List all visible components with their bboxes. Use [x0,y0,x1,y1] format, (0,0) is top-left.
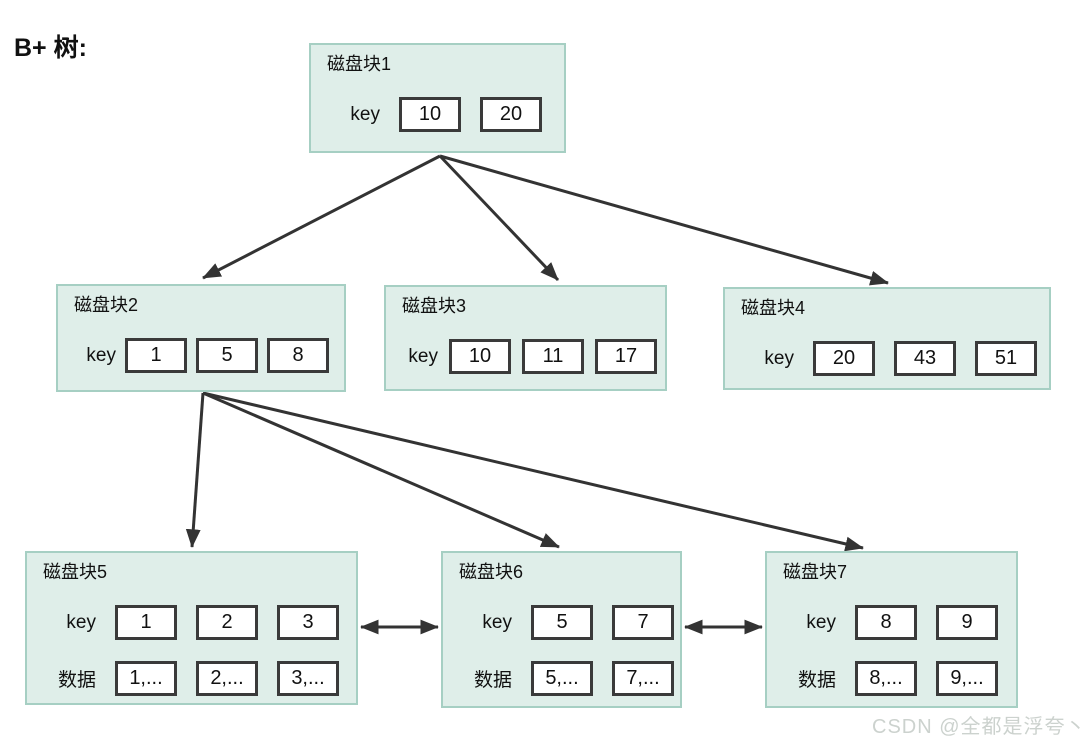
key-cell: 3 [277,605,339,640]
data-cell: 5,... [531,661,593,696]
disk-block-6-key-row: key 5 7 [443,605,680,640]
edge-block1-block2 [202,154,441,280]
edge-block2-block5 [185,392,205,548]
disk-block-7-data-row: 数据 8,... 9,... [767,661,1016,696]
data-cell: 3,... [277,661,339,696]
key-row-label: key [86,344,116,366]
edge-block2-block7 [202,391,864,552]
data-cell: 8,... [855,661,917,696]
key-cell: 1 [125,338,187,373]
disk-block-6: 磁盘块6 key 5 7 数据 5,... 7,... [441,551,682,708]
csdn-watermark: CSDN @全都是浮夸丶 [872,716,1080,738]
key-cell: 20 [480,97,542,132]
key-cell: 11 [522,339,584,374]
key-row-label: key [806,611,836,633]
key-cell: 8 [267,338,329,373]
disk-block-2-key-row: key 1 5 8 [58,338,344,373]
disk-block-4-title: 磁盘块4 [741,298,806,318]
disk-block-3-key-row: key 10 11 17 [386,339,665,374]
key-row-label: key [482,611,512,633]
key-cell: 20 [813,341,875,376]
disk-block-1: 磁盘块1 key 10 20 [309,43,566,153]
key-cell: 17 [595,339,657,374]
disk-block-2-title: 磁盘块2 [74,295,139,315]
disk-block-5-title: 磁盘块5 [43,562,108,582]
data-cell: 7,... [612,661,674,696]
data-row-label: 数据 [797,670,836,691]
disk-block-6-data-row: 数据 5,... 7,... [443,661,680,696]
key-cell: 9 [936,605,998,640]
disk-block-7-key-row: key 8 9 [767,605,1016,640]
key-cell: 10 [449,339,511,374]
page-title: B+ 树: [14,34,87,62]
data-cell: 9,... [936,661,998,696]
key-cell: 1 [115,605,177,640]
key-cell: 5 [196,338,258,373]
data-row-label: 数据 [473,670,512,691]
disk-block-3: 磁盘块3 key 10 11 17 [384,285,667,391]
disk-block-6-title: 磁盘块6 [459,562,524,582]
key-cell: 8 [855,605,917,640]
edge-block1-block3 [438,154,560,282]
data-cell: 2,... [196,661,258,696]
key-cell: 7 [612,605,674,640]
disk-block-2: 磁盘块2 key 1 5 8 [56,284,346,392]
disk-block-4: 磁盘块4 key 20 43 51 [723,287,1051,390]
key-cell: 2 [196,605,258,640]
key-row-label: key [66,611,96,633]
key-cell: 10 [399,97,461,132]
key-cell: 51 [975,341,1037,376]
key-row-label: key [408,345,438,367]
disk-block-1-title: 磁盘块1 [327,54,392,74]
key-row-label: key [764,347,794,369]
disk-block-5-data-row: 数据 1,... 2,... 3,... [27,661,356,696]
disk-block-5: 磁盘块5 key 1 2 3 数据 1,... 2,... 3,... [25,551,358,705]
data-row-label: 数据 [57,670,96,691]
key-row-label: key [350,103,380,125]
edge-block2-block6 [202,391,560,549]
key-cell: 5 [531,605,593,640]
disk-block-7: 磁盘块7 key 8 9 数据 8,... 9,... [765,551,1018,708]
key-cell: 43 [894,341,956,376]
disk-block-4-key-row: key 20 43 51 [725,341,1049,376]
edge-block1-block4 [439,154,889,286]
disk-block-1-key-row: key 10 20 [311,97,564,132]
disk-block-3-title: 磁盘块3 [402,296,467,316]
data-cell: 1,... [115,661,177,696]
disk-block-7-title: 磁盘块7 [783,562,848,582]
disk-block-5-key-row: key 1 2 3 [27,605,356,640]
